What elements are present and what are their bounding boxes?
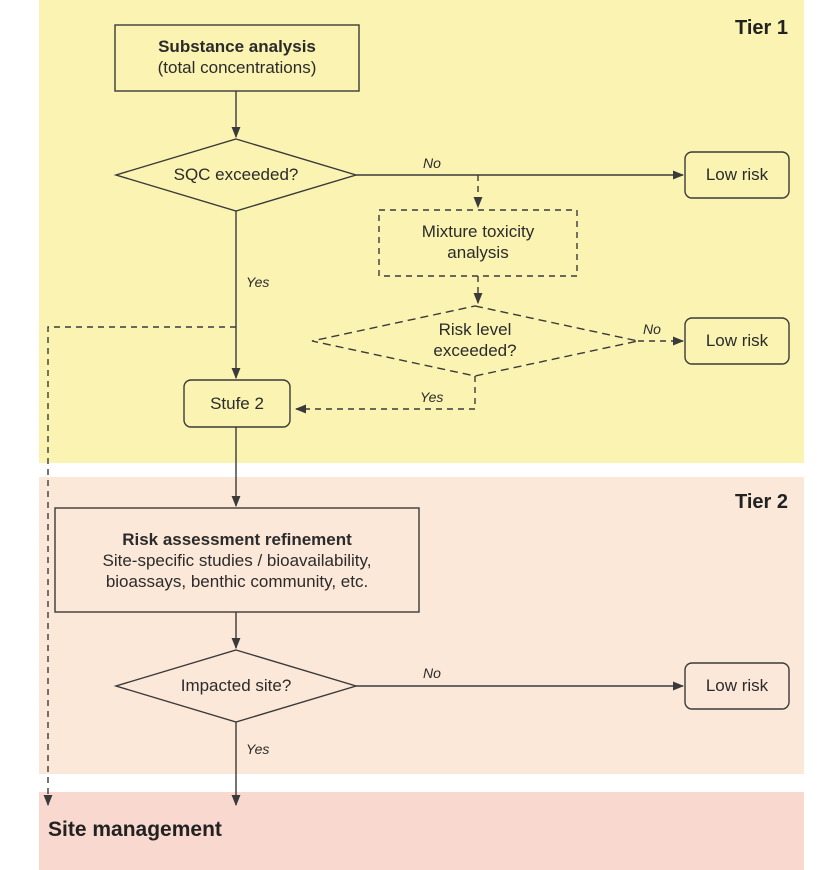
low-risk-label-2: Low risk: [705, 331, 769, 350]
impacted-site-label: Impacted site?: [180, 676, 292, 695]
stufe-2-label: Stufe 2: [210, 394, 264, 413]
site-management-band: Site management: [39, 792, 804, 870]
mixture-toxicity-line1: Mixture toxicity: [421, 222, 535, 241]
risk-refinement-box: [54, 507, 420, 613]
mixture-toxicity-box: [378, 209, 578, 277]
low-risk-label-3: Low risk: [705, 676, 769, 695]
mixture-toxicity-line2: analysis: [447, 243, 509, 262]
substance-analysis-text: Substance analysis (total concentrations…: [115, 36, 359, 78]
risk-refinement-text: Risk assessment refinement Site-specific…: [55, 529, 419, 592]
substance-analysis-box: [114, 24, 360, 92]
site-management-label: Site management: [48, 818, 222, 841]
low-risk-box-1: [684, 151, 790, 199]
tier1-label: Tier 1: [735, 17, 788, 39]
low-risk-label-1: Low risk: [705, 165, 769, 184]
sqc-exceeded-label: SQC exceeded?: [173, 165, 299, 184]
low-risk-box-2: [684, 317, 790, 365]
edge-label-yes-2: Yes: [420, 389, 444, 405]
edge-label-no-3: No: [423, 665, 441, 681]
risk-refinement-line1: Site-specific studies / bioavailability,: [102, 551, 372, 570]
risk-level-text: Risk level exceeded?: [395, 319, 555, 361]
tier2-label: Tier 2: [735, 491, 788, 513]
low-risk-box-3: [684, 662, 790, 710]
risk-refinement-title: Risk assessment refinement: [122, 530, 352, 549]
edge-label-no-2: No: [643, 321, 661, 337]
risk-level-line1: Risk level: [438, 320, 512, 339]
substance-analysis-subtitle: (total concentrations): [157, 58, 317, 77]
substance-analysis-title: Substance analysis: [158, 37, 316, 56]
mixture-toxicity-text: Mixture toxicity analysis: [379, 221, 577, 263]
risk-refinement-line2: bioassays, benthic community, etc.: [105, 572, 369, 591]
edge-dashed-risklevel-to-stufe2: [294, 376, 476, 414]
edge-label-yes-1: Yes: [246, 274, 270, 290]
edge-dashed-bypass-to-management: [43, 326, 236, 807]
risk-level-line2: exceeded?: [433, 341, 517, 360]
edge-label-no-1: No: [423, 155, 441, 171]
edge-label-yes-3: Yes: [246, 741, 270, 757]
stufe-2-box: [183, 379, 291, 428]
risk-level-diamond: [311, 305, 639, 377]
